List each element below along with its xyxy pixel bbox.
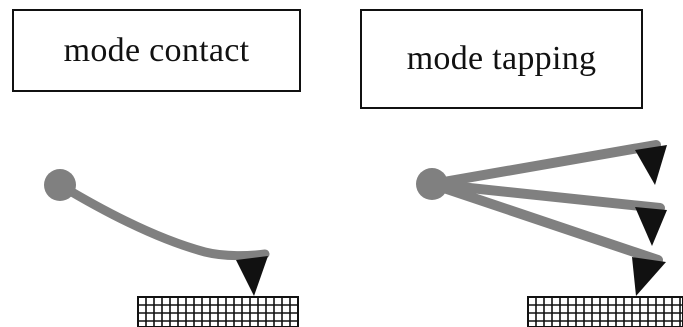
tapping-tip-lower-icon	[632, 257, 666, 296]
tapping-cantilever-lower	[427, 179, 663, 265]
tapping-mode-label-box: mode tapping	[360, 9, 643, 109]
tapping-mode-label: mode tapping	[406, 40, 597, 77]
tapping-cantilever-middle	[427, 179, 665, 213]
contact-cantilever-base	[44, 169, 76, 201]
contact-mode-label: mode contact	[63, 31, 250, 69]
contact-sample-grid	[137, 296, 299, 327]
contact-mode-diagram	[44, 169, 299, 327]
tapping-mode-diagram	[416, 140, 683, 327]
tapping-cantilever-base	[416, 168, 448, 200]
tapping-tip-upper-icon	[635, 145, 667, 185]
contact-tip-icon	[236, 256, 268, 296]
contact-mode-label-box: mode contact	[12, 9, 301, 92]
tapping-cantilever-upper	[427, 140, 661, 189]
tapping-sample-grid	[527, 296, 683, 327]
tapping-tip-middle-icon	[635, 207, 667, 246]
contact-cantilever	[55, 180, 270, 261]
